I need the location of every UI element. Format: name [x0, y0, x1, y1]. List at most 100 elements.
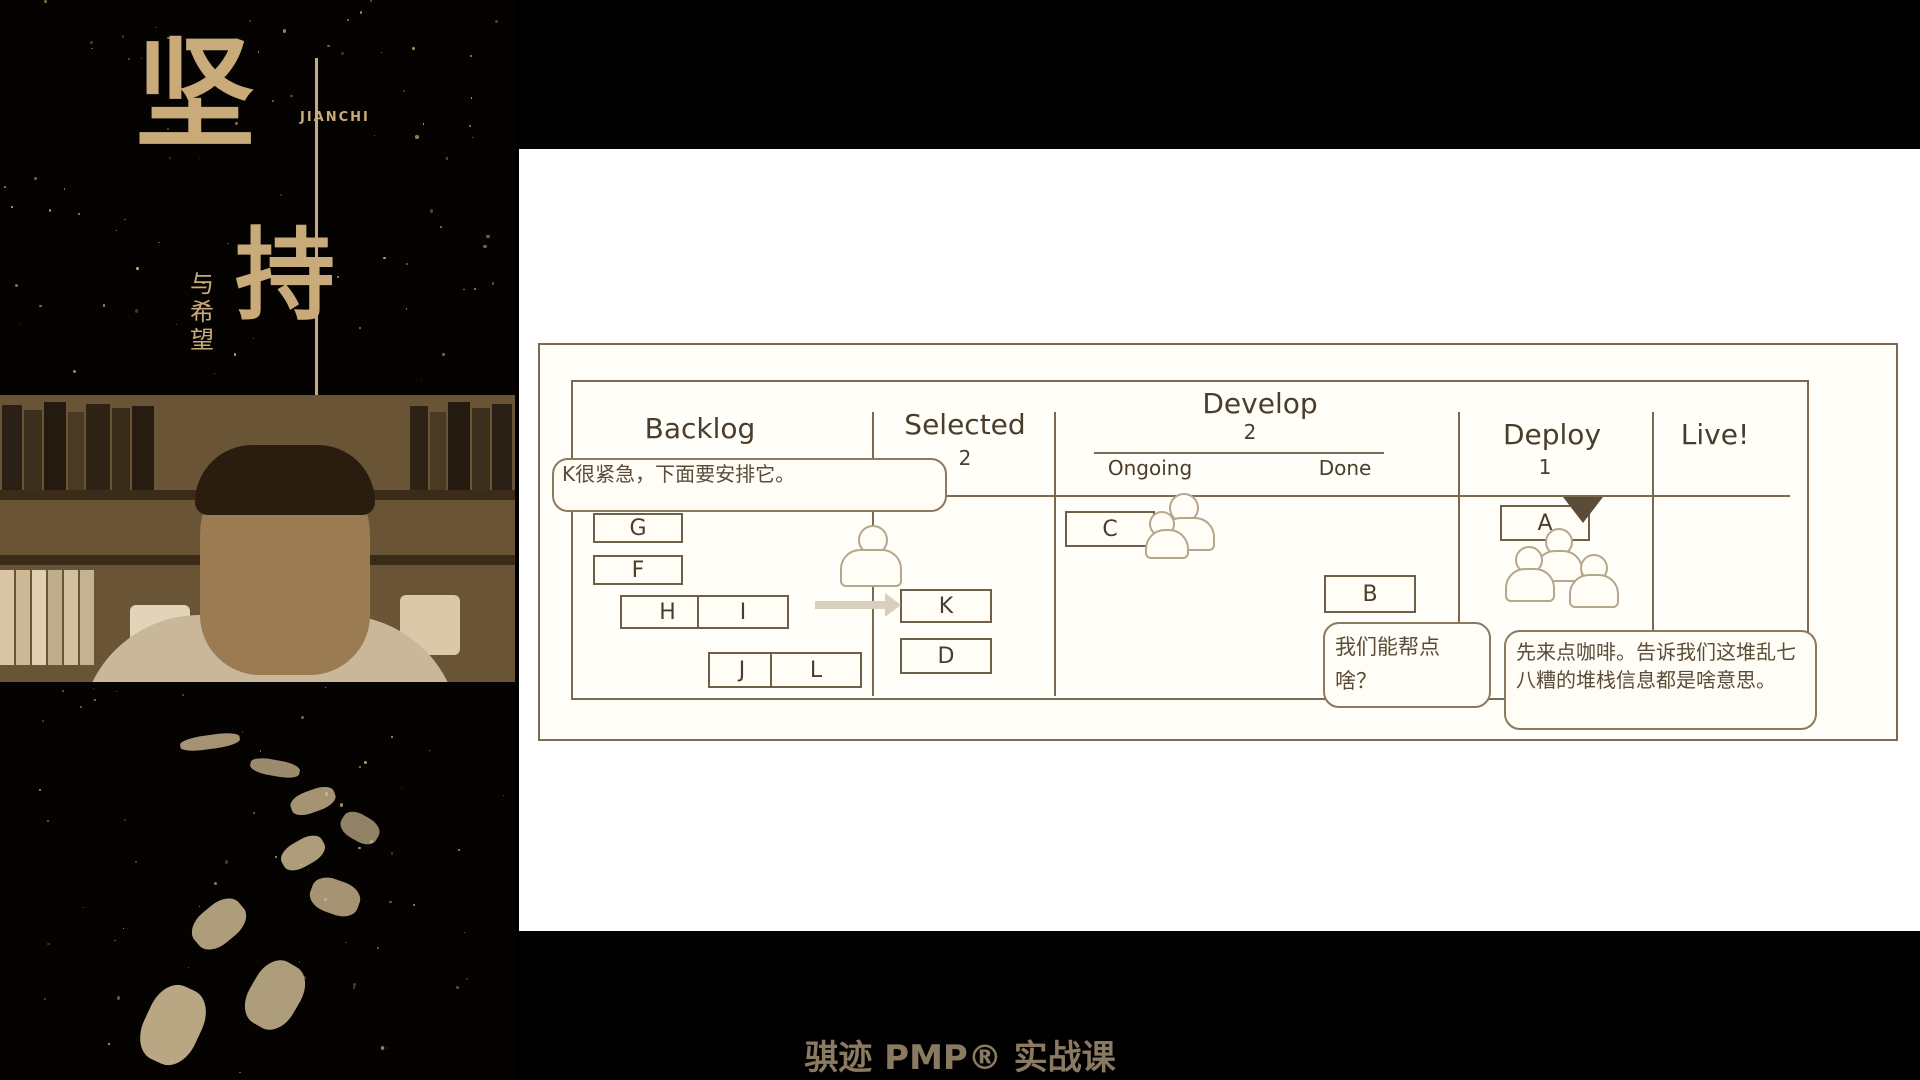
star-dot [47, 942, 50, 945]
star-dot [345, 941, 347, 944]
star-dot [275, 856, 278, 859]
title-frame-line [305, 58, 318, 398]
column-header-develop: Develop [1202, 387, 1318, 420]
star-dot [115, 690, 117, 692]
star-dot [327, 44, 330, 48]
develop-underline [1094, 452, 1384, 454]
star-dot [390, 852, 394, 855]
star-dot [83, 906, 85, 908]
card-g: G [593, 513, 683, 543]
star-dot [492, 282, 495, 285]
star-dot [224, 140, 228, 143]
star-dot [39, 304, 42, 308]
star-dot [298, 961, 301, 963]
star-dot [199, 906, 201, 908]
star-dot [39, 789, 42, 792]
column-divider [1054, 412, 1056, 696]
star-dot [462, 288, 465, 291]
star-dot [182, 694, 185, 697]
star-dot [282, 289, 285, 292]
star-dot [464, 931, 466, 934]
star-dot [430, 209, 434, 213]
speech-bubble-help: 我们能帮点啥？ [1323, 622, 1491, 708]
sub-column-ongoing: Ongoing [1107, 456, 1193, 480]
star-dot [290, 94, 293, 97]
star-dot [140, 57, 142, 60]
star-dot [73, 370, 76, 373]
star-dot [369, 0, 372, 3]
star-dot [134, 860, 137, 863]
star-dot [14, 284, 18, 288]
star-dot [383, 256, 386, 260]
header-divider [860, 495, 1790, 497]
star-dot [46, 819, 50, 823]
star-dot [122, 927, 125, 930]
column-header-backlog: Backlog [644, 412, 756, 445]
card-l: L [770, 652, 862, 688]
star-dot [400, 788, 402, 790]
books-left [0, 400, 160, 490]
star-dot [114, 939, 116, 941]
star-dot [406, 262, 409, 265]
star-dot [412, 46, 416, 50]
star-dot [413, 903, 415, 906]
star-dot [234, 121, 238, 125]
star-dot [257, 50, 260, 53]
speech-bubble-k-urgent: K很紧急，下面要安排它。 [552, 458, 947, 512]
card-d: D [900, 638, 992, 674]
star-dot [167, 128, 169, 130]
star-dot [336, 275, 340, 279]
star-dot [455, 985, 460, 990]
wip-limit-develop: 2 [1243, 420, 1257, 444]
books-right [410, 400, 515, 490]
star-dot [494, 19, 498, 23]
star-dot [352, 986, 356, 989]
star-dot [124, 218, 126, 220]
course-caption: 骐迹 PMP® 实战课 [804, 1038, 1116, 1078]
star-dot [115, 230, 117, 232]
card-b: B [1324, 575, 1416, 613]
star-dot [380, 52, 382, 54]
sub-column-done: Done [1318, 456, 1372, 480]
star-dot [465, 977, 469, 981]
star-dot [127, 57, 130, 60]
wip-limit-selected: 2 [958, 446, 972, 470]
star-dot [422, 123, 425, 125]
star-dot [384, 1047, 387, 1049]
star-dot [283, 29, 287, 33]
star-dot [363, 760, 367, 764]
star-dot [285, 262, 288, 264]
star-dot [403, 89, 405, 92]
star-dot [486, 235, 490, 239]
column-header-deploy: Deploy [1502, 418, 1602, 451]
star-dot [445, 157, 449, 161]
star-dot [474, 288, 477, 290]
star-dot [41, 719, 44, 722]
column-divider [1652, 412, 1654, 696]
star-dot [44, 0, 47, 3]
star-dot [121, 35, 124, 38]
column-divider [1458, 412, 1460, 696]
star-dot [360, 11, 363, 14]
star-dot [483, 244, 487, 249]
star-dot [90, 40, 93, 44]
title-subtitle: 与希望 [190, 270, 214, 354]
arrow-to-k [815, 601, 895, 609]
star-dot [313, 304, 316, 307]
star-dot [271, 100, 274, 103]
star-dot [253, 337, 255, 339]
star-dot [359, 327, 361, 330]
star-dot [502, 794, 505, 796]
star-dot [124, 819, 126, 821]
star-dot [377, 947, 380, 949]
star-dot [280, 193, 283, 196]
star-dot [381, 1046, 385, 1050]
star-dot [353, 982, 357, 986]
star-dot [307, 868, 310, 871]
star-dot [341, 119, 345, 122]
star-dot [358, 766, 361, 769]
title-char-2: 持 [235, 216, 335, 334]
star-dot [205, 303, 210, 308]
star-dot [390, 736, 393, 739]
star-dot [373, 134, 376, 137]
